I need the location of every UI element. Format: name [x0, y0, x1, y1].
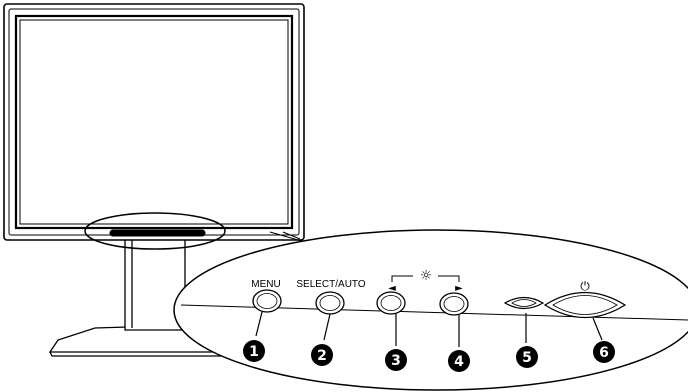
callout-2: 2	[311, 344, 333, 366]
callout-5: 5	[516, 346, 538, 368]
magnified-control-panel	[173, 229, 688, 391]
callout-4-number: 4	[454, 354, 464, 370]
control-highlight-ellipse	[84, 212, 226, 250]
select-auto-button[interactable]	[315, 291, 345, 315]
monitor-stand-neck	[124, 240, 186, 331]
callout-2-number: 2	[317, 348, 327, 364]
brightness-bracket	[391, 275, 460, 282]
menu-button[interactable]	[252, 289, 282, 313]
power-icon: ⏻	[580, 279, 590, 293]
bezel-button-strip	[109, 229, 206, 237]
callout-3: 3	[385, 349, 407, 371]
callout-3-number: 3	[391, 353, 401, 369]
callout-1-number: 1	[249, 344, 259, 360]
left-arrow-icon: ◄	[388, 283, 396, 294]
power-led-indicator	[503, 296, 545, 310]
callout-6-number: 6	[599, 345, 609, 361]
right-arrow-icon: ►	[455, 283, 463, 294]
brightness-up-button[interactable]	[439, 292, 469, 316]
callout-leaders	[255, 311, 603, 347]
sun-icon: ☼	[420, 268, 433, 284]
select-auto-label: SELECT/AUTO	[296, 279, 365, 290]
callout-5-number: 5	[522, 350, 532, 366]
callout-1: 1	[243, 340, 265, 362]
power-button[interactable]	[543, 291, 627, 319]
menu-label: MENU	[251, 279, 280, 290]
brightness-down-button[interactable]	[376, 291, 406, 315]
monitor-screen	[14, 14, 294, 230]
callout-6: 6	[593, 341, 615, 363]
callout-4: 4	[448, 350, 470, 372]
